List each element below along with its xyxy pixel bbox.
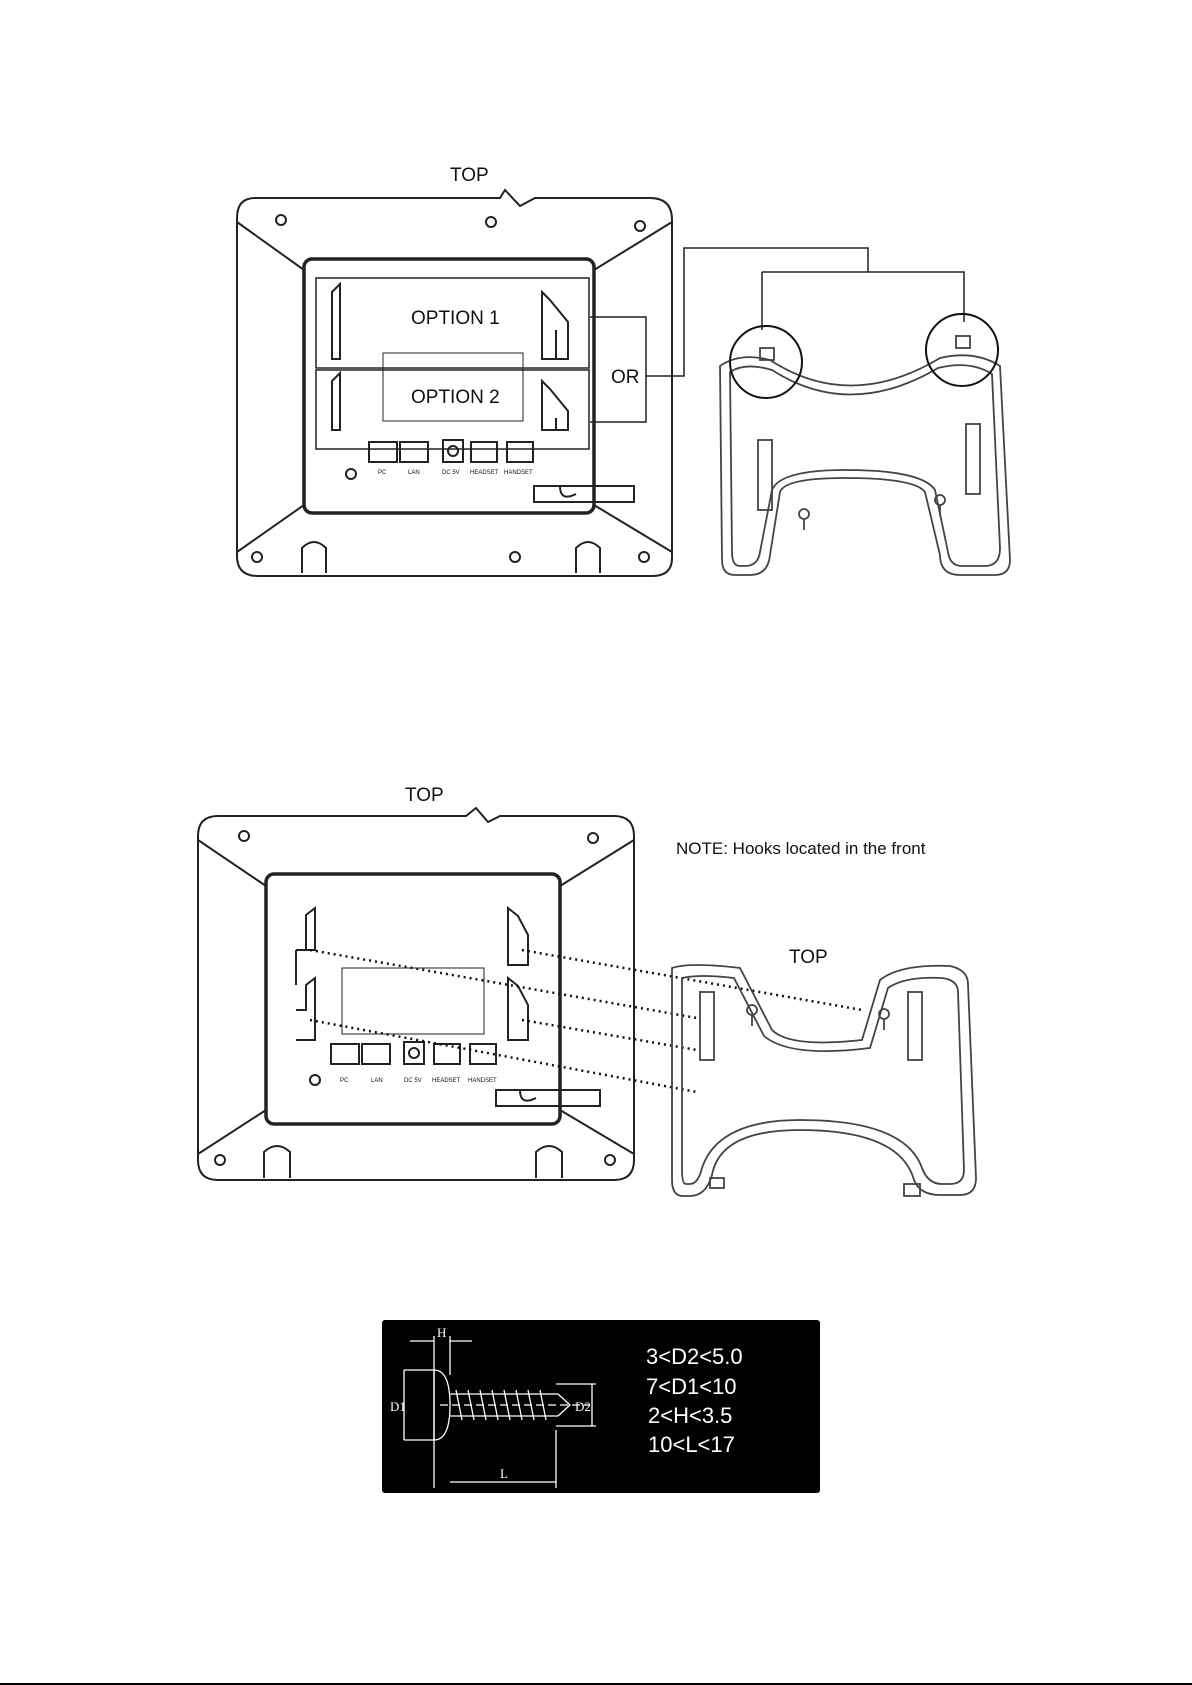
- port-label-headset-2: HEADSET: [432, 1078, 461, 1084]
- port-label-handset-2: HANDSET: [468, 1078, 497, 1084]
- port-label-dc: DC 5V: [442, 470, 460, 476]
- port-label-pc: PC: [378, 470, 387, 476]
- screw-spec-figure: H D1 D2 L 3<D2<5.0 7<D1<10 2<H<3.5 10<L<…: [0, 1318, 1192, 1496]
- port-label-lan: LAN: [408, 470, 420, 476]
- spec-d2: 3<D2<5.0: [646, 1344, 743, 1369]
- hook-alignment-figure: TOP NOTE: Hooks located in the front TOP…: [0, 775, 1192, 1220]
- spec-d1: 7<D1<10: [646, 1374, 737, 1399]
- spec-l: 10<L<17: [648, 1432, 735, 1457]
- port-label-pc-2: PC: [340, 1078, 349, 1084]
- dim-label-h: H: [437, 1325, 446, 1340]
- dim-label-d2: D2: [575, 1399, 591, 1414]
- option-2-label: OPTION 2: [411, 387, 500, 408]
- port-label-lan-2: LAN: [371, 1078, 383, 1084]
- top-label: TOP: [450, 165, 489, 186]
- phone-back-2: [198, 808, 634, 1180]
- spec-h: 2<H<3.5: [648, 1403, 732, 1428]
- wall-mount-options-figure: TOP OPTION 1 OPTION 2 PC LAN DC 5V HEA: [0, 150, 1192, 590]
- alignment-lines: [310, 950, 862, 1092]
- port-label-headset: HEADSET: [470, 470, 499, 476]
- hooks-note: NOTE: Hooks located in the front: [676, 839, 926, 858]
- option-1-label: OPTION 1: [411, 308, 500, 329]
- dim-label-d1: D1: [390, 1399, 406, 1414]
- wall-bracket: [720, 314, 1010, 575]
- port-label-dc-2: DC 5V: [404, 1078, 422, 1084]
- top-label-2: TOP: [405, 785, 444, 806]
- or-label: OR: [611, 367, 640, 388]
- phone-back: [237, 190, 672, 576]
- port-label-handset: HANDSET: [504, 470, 533, 476]
- wall-bracket-2: [672, 965, 976, 1196]
- dim-label-l: L: [500, 1466, 508, 1481]
- bracket-top-label: TOP: [789, 947, 828, 968]
- screw-spec-panel: [382, 1320, 820, 1493]
